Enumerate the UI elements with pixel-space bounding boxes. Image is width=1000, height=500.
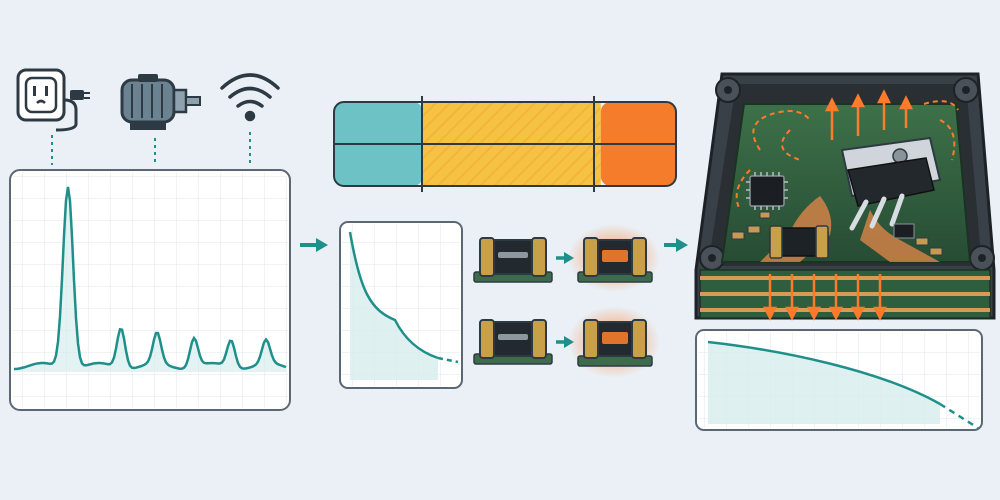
attenuation-curve-line bbox=[348, 231, 439, 360]
pcb-cross-section bbox=[699, 269, 991, 321]
spectrum-area bbox=[14, 186, 286, 372]
power-outlet-icon bbox=[16, 68, 90, 132]
electric-motor-icon bbox=[120, 74, 201, 130]
enclosure-assembly bbox=[694, 72, 996, 321]
filter-stage-1 bbox=[473, 224, 660, 292]
heated-choke-icon bbox=[568, 224, 660, 292]
microcontroller-icon bbox=[746, 172, 788, 210]
filter-stage-2 bbox=[473, 306, 660, 378]
derating-curve-area bbox=[708, 342, 940, 424]
common-mode-choke-icon bbox=[473, 237, 553, 283]
heat-swirl-arrows bbox=[735, 100, 959, 211]
wifi-signal-icon bbox=[220, 73, 280, 122]
flow-arrow-1-head bbox=[316, 238, 328, 252]
flow-arrow-2-head bbox=[676, 238, 688, 252]
spectrum-line bbox=[13, 186, 287, 371]
noise-spectrum-panel bbox=[9, 169, 291, 411]
band-outline bbox=[333, 101, 677, 187]
derating-curve-extension bbox=[939, 402, 979, 430]
attenuation-curve-panel bbox=[339, 221, 463, 389]
attenuation-curve-area bbox=[350, 232, 438, 380]
inductor-icon bbox=[769, 225, 829, 259]
common-mode-choke-icon bbox=[473, 319, 553, 365]
heat-flow-arrows bbox=[824, 89, 914, 140]
capacitor-icon bbox=[731, 211, 943, 256]
attenuation-curve-extension bbox=[437, 356, 459, 364]
copper-pour-right bbox=[860, 210, 940, 262]
regulator-to220-icon bbox=[840, 136, 942, 231]
thermal-derating-panel bbox=[695, 329, 983, 431]
derating-curve-line bbox=[707, 340, 941, 406]
attenuation-band-bar bbox=[333, 96, 677, 192]
heated-choke-icon bbox=[568, 306, 660, 378]
sot-ic-icon bbox=[893, 223, 915, 239]
